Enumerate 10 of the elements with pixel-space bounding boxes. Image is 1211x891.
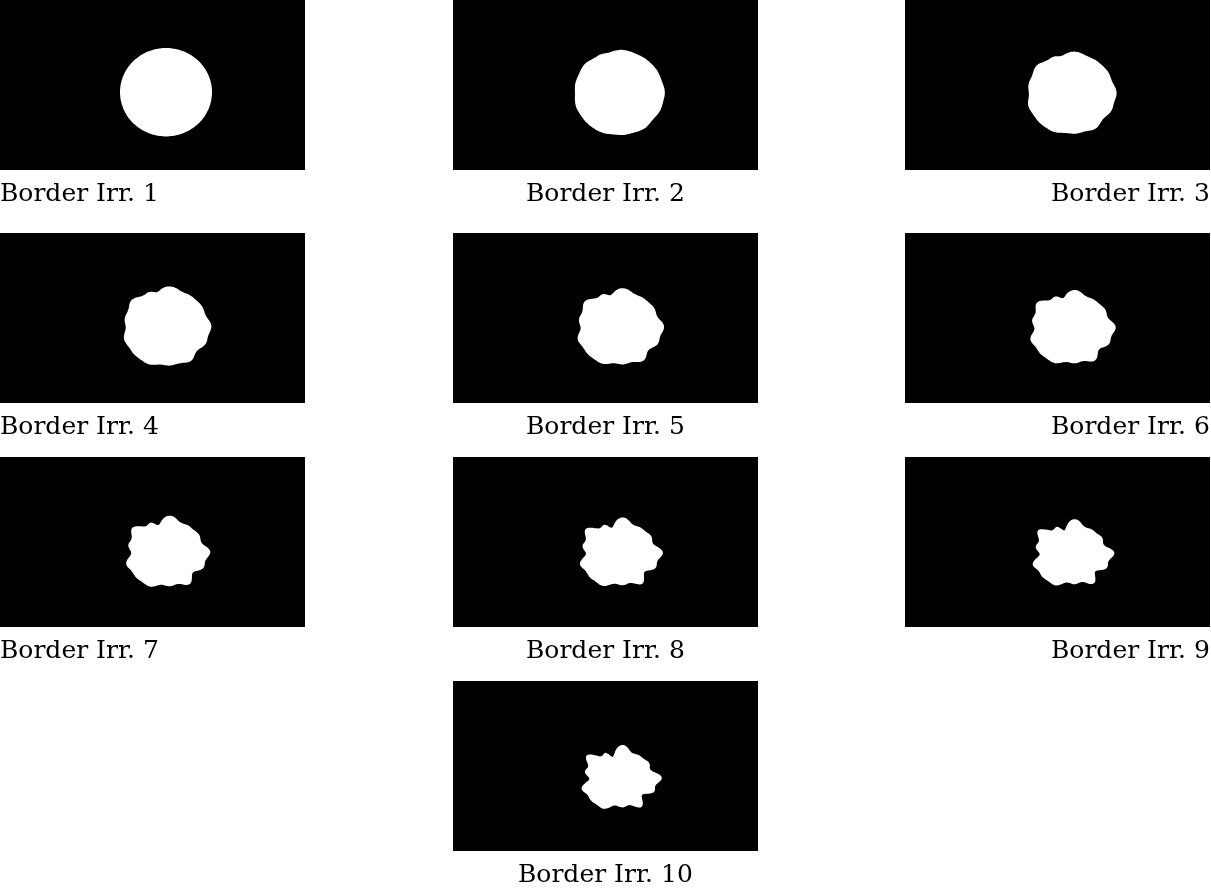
- caption: Border Irr. 4: [0, 411, 159, 441]
- caption: Border Irr. 8: [526, 635, 685, 665]
- caption: Border Irr. 2: [526, 178, 685, 208]
- caption: Border Irr. 9: [1051, 635, 1210, 665]
- caption: Border Irr. 5: [526, 411, 685, 441]
- caption: Border Irr. 10: [518, 859, 693, 889]
- caption: Border Irr. 7: [0, 635, 159, 665]
- caption: Border Irr. 3: [1051, 178, 1210, 208]
- caption: Border Irr. 6: [1051, 411, 1210, 441]
- caption: Border Irr. 1: [0, 178, 159, 208]
